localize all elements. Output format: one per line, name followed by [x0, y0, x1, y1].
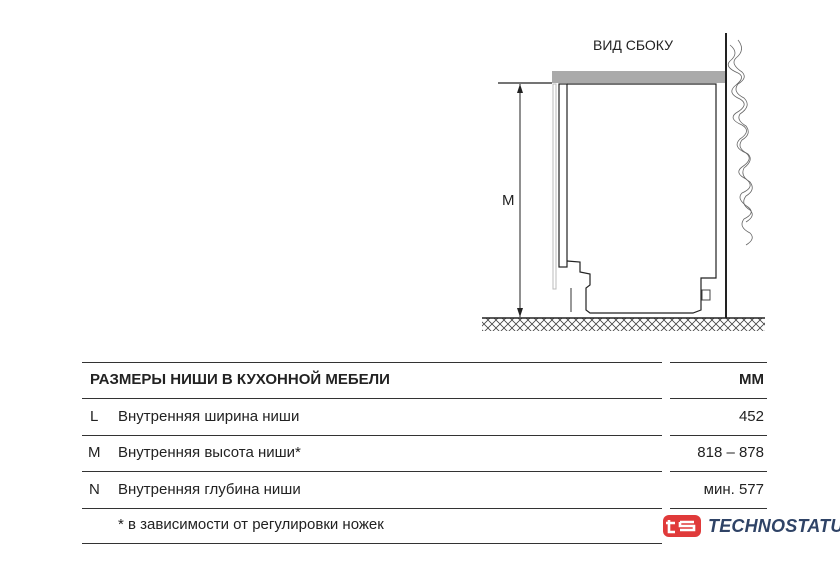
- footnote: * в зависимости от регулировки ножек: [118, 516, 384, 533]
- countertop: [552, 71, 725, 83]
- appliance-body: [566, 83, 717, 314]
- row-value: 452: [738, 408, 764, 425]
- row-divider: [670, 471, 767, 472]
- row-divider: [82, 435, 662, 436]
- row-divider: [670, 435, 767, 436]
- row-key: N: [89, 481, 100, 498]
- dimension-arrow-bottom: [517, 308, 523, 317]
- row-value: 818 – 878: [697, 444, 764, 461]
- technostatus-logo: TECHNOSTATUS: [662, 514, 840, 538]
- table-header-title: РАЗМЕРЫ НИШИ В КУХОННОЙ МЕБЕЛИ: [90, 371, 390, 388]
- floor-hatch: [482, 318, 765, 331]
- row-label: Внутренняя ширина ниши: [118, 408, 300, 425]
- row-divider: [82, 471, 662, 472]
- dimension-arrow-top: [517, 84, 523, 93]
- ts-logo-icon: [663, 515, 701, 537]
- row-key: L: [90, 408, 99, 425]
- row-divider: [82, 398, 662, 399]
- row-key: M: [88, 444, 101, 461]
- table-header-unit: ММ: [739, 371, 764, 388]
- diagram-title: ВИД СБОКУ: [593, 37, 674, 53]
- table-top-rule: [82, 362, 662, 363]
- logo-text: TECHNOSTATUS: [708, 515, 840, 536]
- row-label: Внутренняя высота ниши*: [118, 444, 301, 461]
- appliance-door: [558, 83, 568, 268]
- row-divider: [670, 508, 767, 509]
- wall-texture: [727, 39, 753, 246]
- table-bottom-rule: [82, 543, 662, 544]
- decor-panel: [552, 83, 557, 290]
- table-top-rule-unit: [670, 362, 767, 363]
- dimension-label-m: M: [502, 192, 515, 209]
- row-label: Внутренняя глубина ниши: [118, 481, 301, 498]
- row-divider: [670, 398, 767, 399]
- row-value: мин. 577: [703, 481, 764, 498]
- row-divider: [82, 508, 662, 509]
- rear-foot: [701, 289, 711, 301]
